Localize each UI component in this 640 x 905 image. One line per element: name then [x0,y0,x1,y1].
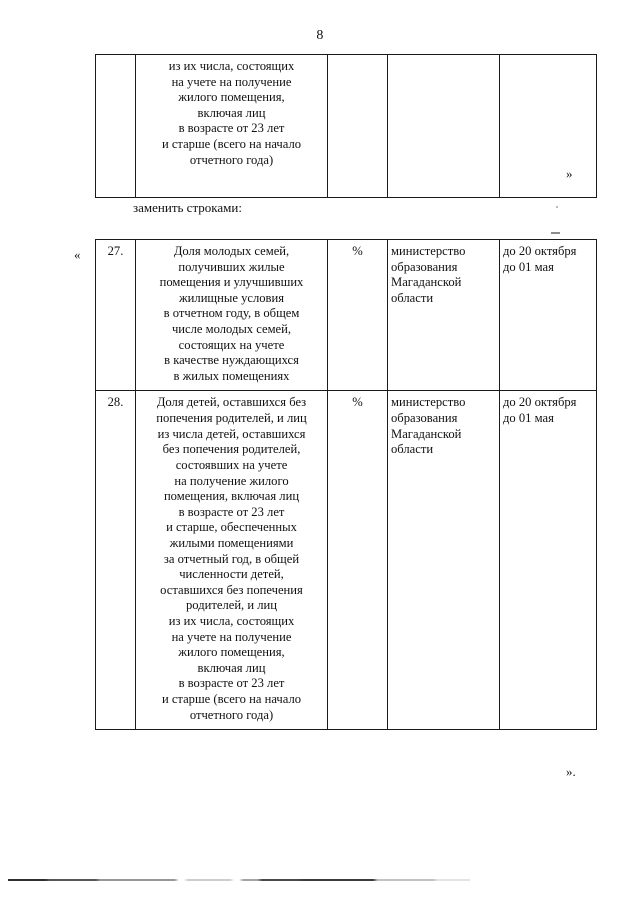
page-number: 8 [316,28,324,43]
cell-text-line: из числа детей, оставшихся [157,426,306,441]
cell-text-line: Магаданской [391,426,462,441]
cell-text-line: Доля молодых семей, [173,244,290,258]
cell-text-line: до 20 октября [503,244,577,258]
closing-guillemet-end: ». [566,764,576,779]
cell-text-line: включая лиц [197,105,266,120]
cell-text-line: Магаданской [391,275,462,290]
cell-text-line: образования [391,259,458,274]
scan-artifact-streak [8,879,470,881]
cell-unit: % [327,390,388,731]
cell-text-line: оставшихся без попечения [160,582,303,597]
cell-text-line: жилого помещения, [178,645,285,660]
cell-text-line: отчетного года) [189,152,274,167]
cell-text-line: министерство [391,244,466,258]
cell-text-line: области [391,290,434,305]
cell-text-line: на учете на получение [171,629,292,644]
cell-text-line: жилищные условия [178,290,285,305]
cell-text-line: включая лиц [197,660,266,675]
cell-text-line: состоявших на учете [175,457,288,472]
cell-text-line: получивших жилые [178,259,285,274]
cell-text-line: на получение жилого [174,473,289,488]
cell-unit: % [327,238,388,392]
scan-artifact-speck [551,232,560,234]
cell-text-line: из их числа, состоящих [168,59,295,73]
cell-text-line: из их числа, состоящих [168,614,295,629]
cell-text-line: родителей, и лиц [185,598,278,613]
cell-text-line: на учете на получение [171,74,292,89]
cell-organization [387,54,500,198]
cell-text-line: и старше (всего на начало [161,692,302,707]
cell-number: 27. [95,238,136,392]
cell-text-line: жилого помещения, [178,90,285,105]
cell-text-line: в возрасте от 23 лет [178,121,285,136]
cell-text-line: в отчетном году, в общем [163,306,300,321]
cell-text-line: в возрасте от 23 лет [178,504,285,519]
cell-number [95,54,136,198]
cell-text-line: за отчетный год, в общей [163,551,300,566]
cell-text-line: области [391,442,434,457]
cell-text-line: и старше, обеспеченных [166,520,297,535]
cell-text-line: числе молодых семей, [171,322,292,337]
cell-text-line: до 01 мая [503,411,554,426]
cell-text-line: в возрасте от 23 лет [178,676,285,691]
cell-text-line: состоящих на учете [178,337,285,352]
cell-text-line: без попечения родителей, [162,442,301,457]
cell-text-line: министерство [391,395,466,410]
cell-text-line: до 20 октября [503,395,577,410]
cell-text-line: Доля детей, оставшихся без [156,395,307,410]
cell-text-line: помещения и улучшивших [159,275,304,290]
cell-number: 28. [95,390,136,731]
scan-artifact-speck [556,206,558,208]
cell-text-line: в жилых помещениях [173,368,290,383]
cell-text-line: до 01 мая [503,259,554,274]
cell-unit [327,54,388,198]
cell-text-line: численности детей, [179,567,284,582]
opening-guillemet: « [74,247,81,262]
cell-text-line: помещения, включая лиц [163,489,300,504]
replace-instruction: заменить строками: [133,200,242,215]
cell-text-line: образования [391,411,458,426]
cell-text-line: и старше (всего на начало [161,137,302,152]
cell-text-line: в качестве нуждающихся [164,353,299,368]
cell-term [499,54,597,198]
cell-text-line: отчетного года) [189,707,274,722]
cell-text-line: жилыми помещениями [169,535,294,550]
cell-text-line: попечения родителей, и лиц [156,411,307,426]
closing-guillemet-top: » [566,166,573,181]
